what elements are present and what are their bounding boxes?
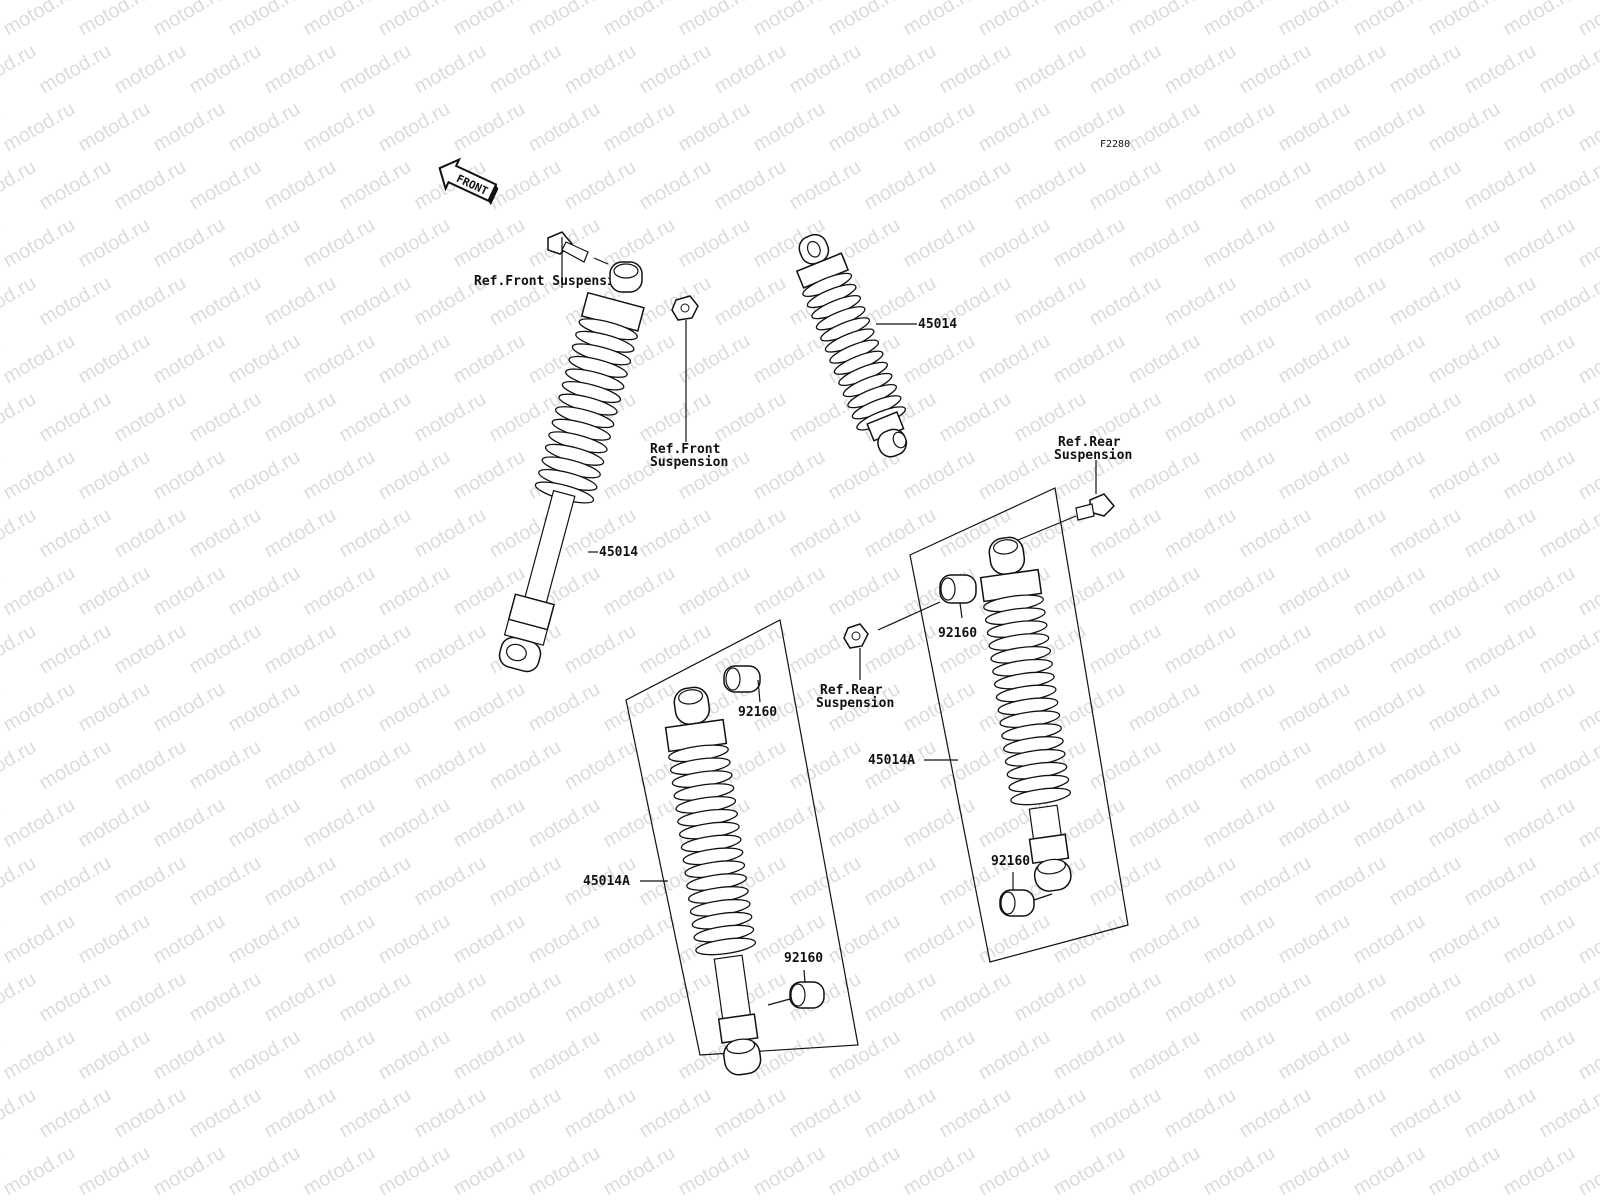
label-92160-c: 92160 xyxy=(938,626,977,641)
label-92160-d: 92160 xyxy=(991,854,1030,869)
label-45014A-left: 45014A xyxy=(583,874,630,889)
assembly-box-45014A-left xyxy=(625,619,859,1056)
rear-upper-nut xyxy=(843,623,869,649)
label-92160-b: 92160 xyxy=(784,951,823,966)
front-arrow-icon: FRONT xyxy=(438,157,499,206)
bushing-92160-b xyxy=(789,981,825,1009)
front-shock-upper-eye xyxy=(609,261,643,293)
bushing-92160-d xyxy=(999,889,1035,917)
shock-absorber-45014A-left xyxy=(664,686,762,1076)
label-92160-a: 92160 xyxy=(738,705,777,720)
front-upper-bolt xyxy=(547,231,589,263)
shock-absorber-45014A-right xyxy=(979,536,1072,892)
coil-turn xyxy=(1010,787,1072,806)
label-ref-front-top: Ref.Front Suspension xyxy=(474,274,631,289)
bushing-92160-c xyxy=(939,574,977,604)
label-ref-rear-nut-1: Ref.Rear xyxy=(820,683,883,698)
rear-upper-bolt xyxy=(1075,493,1116,521)
figure-code: F2280 xyxy=(1100,139,1130,150)
bushing-92160-a xyxy=(723,665,761,693)
label-ref-rear-bolt-1: Ref.Rear xyxy=(1058,435,1121,450)
label-ref-front-nut-1: Ref.Front xyxy=(650,442,720,457)
assembly-box-45014A-right xyxy=(909,487,1129,963)
label-45014A-right: 45014A xyxy=(868,753,915,768)
label-ref-rear-bolt-2: Suspension xyxy=(1054,448,1132,463)
label-45014-left: 45014 xyxy=(599,545,638,560)
label-45014-upper: 45014 xyxy=(918,317,957,332)
shock-absorber-45014-left xyxy=(498,291,645,673)
shock-absorber-45014-upper xyxy=(795,233,908,458)
coil-turn xyxy=(695,937,757,956)
label-ref-front-nut-2: Suspension xyxy=(650,455,728,470)
label-ref-rear-nut-2: Suspension xyxy=(816,696,894,711)
front-upper-nut xyxy=(671,295,699,321)
